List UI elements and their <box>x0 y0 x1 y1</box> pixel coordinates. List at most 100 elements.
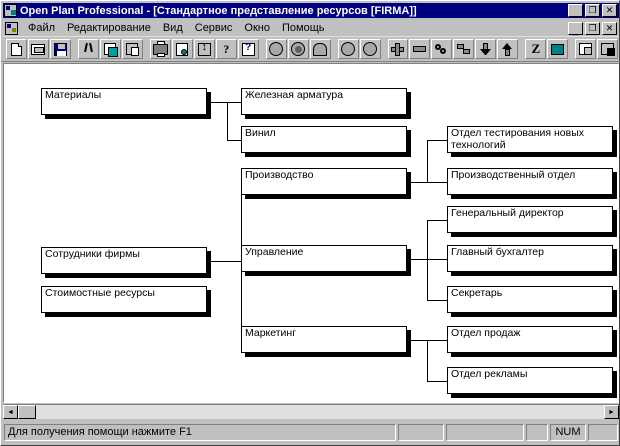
child-close-icon: ✕ <box>605 22 614 33</box>
connector-line <box>427 300 447 301</box>
dome-shape-icon <box>313 42 328 56</box>
diagram-node-label: Отдел тестирования новых технологий <box>451 127 585 151</box>
diagram-node-label: Сотрудники фирмы <box>45 248 140 260</box>
maximize-restore-button[interactable]: ❐ <box>585 4 600 17</box>
diagram-node-label: Материалы <box>45 89 102 101</box>
scroll-right-button[interactable]: ► <box>604 405 619 419</box>
menu-bar: Файл Редактирование Вид Сервис Окно Помо… <box>3 20 619 36</box>
promote-up-icon <box>502 42 513 56</box>
zigzag-button[interactable]: Z <box>525 39 547 59</box>
circle-filled2-button[interactable] <box>359 39 381 59</box>
circle-filled2-icon <box>363 42 378 56</box>
diagram-node-sekretar[interactable]: Секретарь <box>447 286 613 313</box>
connector-line <box>411 259 427 260</box>
child-minimize-button[interactable]: _ <box>568 21 583 36</box>
open-folder-icon <box>31 43 46 55</box>
diagram-node-label: Винил <box>245 127 276 139</box>
diagram-node-gen-direktor[interactable]: Генеральный директор <box>447 206 613 233</box>
child-close-button[interactable]: ✕ <box>602 21 617 35</box>
diagram-node-vinil[interactable]: Винил <box>241 126 407 153</box>
document-window-icon[interactable] <box>5 21 18 35</box>
fit-window-icon <box>579 43 593 55</box>
diagram-node-gl-buhgalter[interactable]: Главный бухгалтер <box>447 245 613 272</box>
circle-filled-button[interactable] <box>337 39 359 59</box>
demote-button[interactable] <box>475 39 497 59</box>
resource-circle-button[interactable] <box>265 39 287 59</box>
remove-minus-icon <box>413 46 427 52</box>
steps-icon <box>457 43 471 55</box>
menu-item-window[interactable]: Окно <box>244 22 270 34</box>
scrollbar-track[interactable] <box>18 405 604 419</box>
child-restore-icon: ❐ <box>588 22 597 33</box>
print-preview-button[interactable] <box>171 39 193 59</box>
diagram-node-marketing[interactable]: Маркетинг <box>241 326 407 353</box>
diagram-node-proizvodstvo[interactable]: Производство <box>241 168 407 195</box>
diagram-node-label: Секретарь <box>451 287 503 299</box>
diagram-node-otdel-reklamy[interactable]: Отдел рекламы <box>447 367 613 394</box>
child-window-controls: _ ❐ ✕ <box>568 21 617 36</box>
child-restore-button[interactable]: ❐ <box>585 21 600 35</box>
menu-item-file[interactable]: Файл <box>28 22 56 34</box>
connector-line <box>227 140 241 141</box>
horizontal-scrollbar[interactable]: ◄ ► <box>3 404 619 419</box>
close-button[interactable]: ✕ <box>602 4 617 17</box>
sort-button[interactable] <box>193 39 215 59</box>
connector-line <box>227 102 228 141</box>
fit-window-button[interactable] <box>575 39 597 59</box>
open-button[interactable] <box>27 39 49 59</box>
diagram-node-label: Управление <box>245 246 304 258</box>
help-pointer-icon <box>241 42 255 56</box>
new-icon <box>10 42 22 56</box>
scroll-left-button[interactable]: ◄ <box>3 405 18 419</box>
diagram-node-stoim-resursy[interactable]: Стоимостные ресурсы <box>41 286 207 313</box>
print-button[interactable] <box>149 39 171 59</box>
promote-button[interactable] <box>497 39 519 59</box>
diagram-node-label: Маркетинг <box>245 327 297 339</box>
diagram-node-upravlenie[interactable]: Управление <box>241 245 407 272</box>
diagram-node-zhel-armatura[interactable]: Железная арматура <box>241 88 407 115</box>
resource-dome-button[interactable] <box>309 39 331 59</box>
link-button[interactable] <box>431 39 453 59</box>
context-help-button[interactable] <box>237 39 259 59</box>
steps-button[interactable] <box>453 39 475 59</box>
print-preview-icon <box>176 42 189 56</box>
copy-icon <box>104 43 119 57</box>
connector-line <box>427 259 447 260</box>
close-icon: ✕ <box>605 5 614 15</box>
child-minimize-icon: _ <box>572 23 579 36</box>
menu-item-edit[interactable]: Редактирование <box>67 22 151 34</box>
grid-button[interactable] <box>547 39 569 59</box>
app-window-icon <box>4 4 17 17</box>
minimize-button[interactable]: _ <box>568 4 583 18</box>
connector-line <box>227 102 241 103</box>
add-button[interactable] <box>387 39 409 59</box>
connector-line <box>411 182 427 183</box>
diagram-node-sotrudniki[interactable]: Сотрудники фирмы <box>41 247 207 274</box>
menu-item-tools[interactable]: Сервис <box>194 22 233 34</box>
connector-line <box>211 261 241 262</box>
remove-button[interactable] <box>409 39 431 59</box>
help-button[interactable]: ? <box>215 39 237 59</box>
circle-filled-icon <box>341 42 356 56</box>
resource-person-button[interactable] <box>287 39 309 59</box>
diagram-node-otdel-test[interactable]: Отдел тестирования новых технологий <box>447 126 613 153</box>
diagram-node-proizv-otdel[interactable]: Производственный отдел <box>447 168 613 195</box>
diagram-node-otdel-prodazh[interactable]: Отдел продаж <box>447 326 613 353</box>
scrollbar-thumb[interactable] <box>18 405 36 419</box>
menu-item-help[interactable]: Помощь <box>281 22 325 34</box>
toolbar-separator <box>3 36 619 37</box>
scroll-left-icon: ◄ <box>7 408 14 416</box>
save-button[interactable] <box>49 39 71 59</box>
copy-button[interactable] <box>99 39 121 59</box>
diagram-node-label: Главный бухгалтер <box>451 246 544 258</box>
zoom-region-button[interactable] <box>597 39 619 59</box>
diagram-node-materialy[interactable]: Материалы <box>41 88 207 115</box>
menu-item-view[interactable]: Вид <box>162 22 183 34</box>
scroll-right-icon: ► <box>608 408 615 416</box>
paste-icon <box>126 43 140 56</box>
new-button[interactable] <box>6 39 27 59</box>
paste-button[interactable] <box>121 39 143 59</box>
cut-button[interactable] <box>77 39 99 59</box>
